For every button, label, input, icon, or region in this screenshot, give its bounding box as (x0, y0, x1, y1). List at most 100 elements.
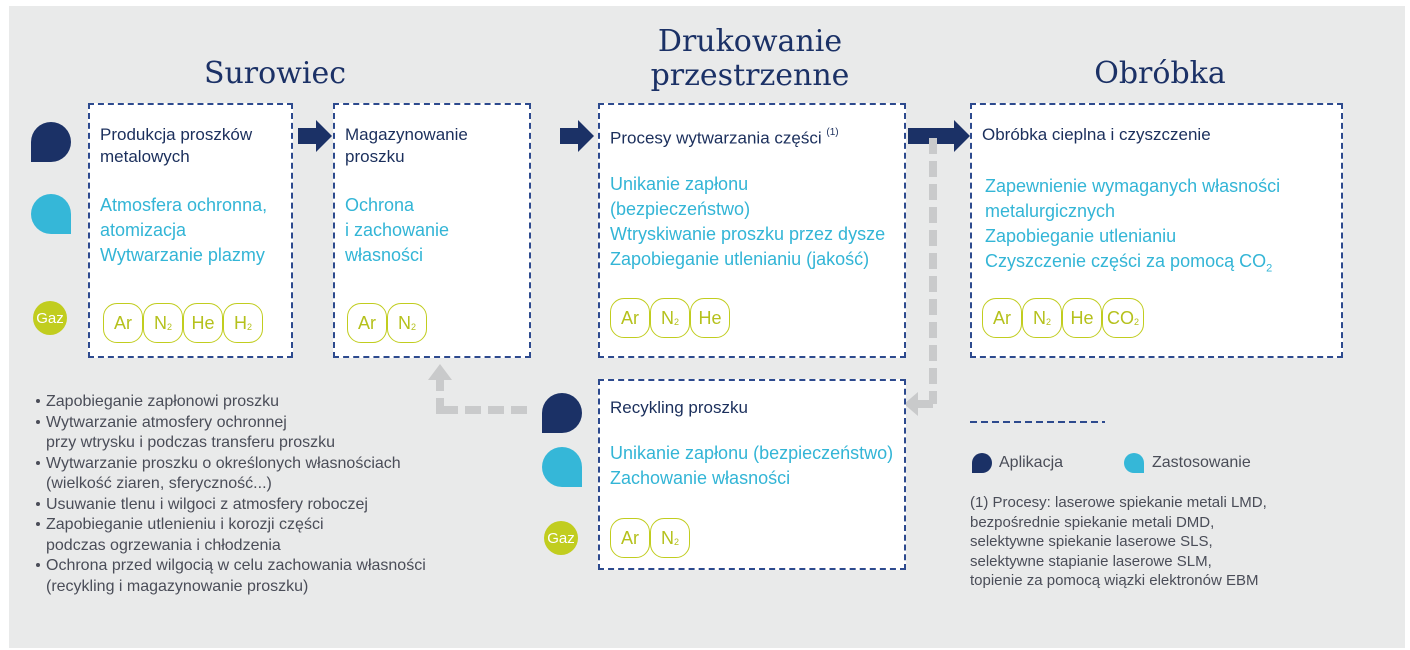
list-item: Wytwarzanie proszku o określonych własno… (36, 454, 506, 475)
list-item: Wytwarzanie atmosfery ochronnej (36, 413, 506, 434)
box-procesy-wytwarzania: Procesy wytwarzania części (1) Unikanie … (598, 103, 906, 358)
arrow-right-icon (560, 120, 594, 152)
benefits-list: Zapobieganie zapłonowi proszku Wytwarzan… (36, 392, 506, 597)
box-line: Atmosfera ochronna, (100, 195, 268, 215)
gas-symbol: Ar (621, 307, 639, 328)
box-recykling-proszku: Recykling proszku Unikanie zapłonu (bezp… (598, 379, 906, 570)
application-drop-icon (542, 393, 582, 433)
box-line: własności (345, 245, 424, 265)
dashed-arrow-icon (428, 138, 937, 416)
box-line: i zachowanie (345, 220, 450, 240)
arrow-right-icon (908, 120, 970, 152)
gas-symbol: Ar (114, 312, 132, 333)
box-line: (bezpieczeństwo) (610, 199, 751, 219)
legend-aplikacja: Aplikacja (999, 454, 1064, 471)
box-line: Zapobieganie utlenianiu (jakość) (610, 249, 870, 269)
gas-chip-he: He (1062, 298, 1102, 338)
footnote: (1) Procesy: laserowe spiekanie metali L… (970, 493, 1267, 591)
gas-chip-he: He (183, 303, 223, 343)
list-item: Usuwanie tlenu i wilgoci z atmosfery rob… (36, 495, 506, 516)
legend-divider (970, 421, 1105, 423)
gas-symbol: Ar (621, 527, 639, 548)
box-magazynowanie-proszku: Magazynowanie proszku Ochrona i zachowan… (333, 103, 531, 358)
co2-subscript: 2 (1266, 262, 1273, 275)
gas-chip-ar: Ar (347, 303, 387, 343)
gas-subscript: 2 (246, 322, 252, 332)
footnote-line: selektywne stapianie laserowe SLM, (970, 552, 1212, 570)
box-line: Wytwarzanie plazmy (100, 245, 265, 265)
box-obrobka-cieplna: Obróbka cieplna i czyszczenie Zapewnieni… (970, 103, 1343, 358)
usage-legend-icon (1124, 453, 1144, 473)
list-item-continued: przy wtrysku i podczas transferu proszku (46, 434, 335, 451)
gas-badge-icon: Gaz (544, 521, 578, 555)
box-line: Ochrona (345, 195, 415, 215)
gas-symbol: H (233, 312, 247, 333)
box-produkcja-proszkow: Produkcja proszków metalowych Atmosfera … (88, 103, 293, 358)
box-title-line2: proszku (345, 147, 405, 166)
gas-subscript: 2 (410, 322, 416, 332)
list-item: Ochrona przed wilgocią w celu zachowania… (36, 556, 506, 577)
box-title-text: Procesy wytwarzania części (610, 128, 822, 148)
gas-symbol: Ar (358, 312, 376, 333)
footnote-marker: (1) (826, 127, 839, 138)
gas-subscript: 2 (1045, 317, 1051, 327)
list-item-continued: (recykling i magazynowanie proszku) (46, 577, 309, 595)
box-title: Procesy wytwarzania części (1) (610, 124, 839, 150)
gas-symbol: N (660, 527, 674, 548)
gas-symbol: Ar (993, 307, 1011, 328)
co2-line-text: Czyszczenie części za pomocą CO (985, 251, 1267, 271)
footnote-line: topienie za pomocą wiązki elektronów EBM (970, 572, 1259, 589)
gas-symbol: CO (1106, 307, 1134, 328)
box-line: atomizacja (100, 220, 187, 240)
application-legend-icon (972, 453, 992, 473)
gas-symbol: N (397, 312, 411, 333)
gas-subscript: 2 (1133, 317, 1139, 327)
footnote-line: (1) Procesy: laserowe spiekanie metali L… (970, 494, 1267, 511)
box-line: Zachowanie własności (610, 468, 791, 488)
gas-subscript: 2 (673, 317, 679, 327)
gas-symbol: N (153, 312, 167, 333)
gas-symbol: N (1032, 307, 1046, 328)
gas-symbol: He (698, 307, 722, 328)
box-title: Recykling proszku (610, 398, 748, 417)
heading-drukowanie-line2: przestrzenne (650, 58, 850, 93)
arrow-right-icon (298, 120, 332, 152)
box-line: Unikanie zapłonu (610, 174, 749, 194)
box-line: Zapobieganie utlenianiu (985, 226, 1177, 246)
footnote-line: selektywne spiekanie laserowe SLS, (970, 533, 1213, 550)
usage-drop-icon (31, 194, 71, 234)
box-line: Czyszczenie części za pomocą CO2 (985, 249, 1272, 282)
list-item-continued: (wielkość ziaren, sferyczność...) (46, 475, 272, 492)
gas-subscript: 2 (673, 537, 679, 547)
gas-symbol: He (1070, 307, 1094, 328)
legend-zastosowanie: Zastosowanie (1152, 454, 1251, 471)
gas-badge-icon: Gaz (33, 301, 67, 335)
heading-obrobka: Obróbka (1094, 56, 1226, 91)
box-line: metalurgicznych (985, 201, 1116, 221)
gas-chip-ar: Ar (610, 298, 650, 338)
heading-surowiec: Surowiec (203, 56, 347, 91)
gas-subscript: 2 (166, 322, 172, 332)
box-line: Unikanie zapłonu (bezpieczeństwo) (610, 443, 894, 463)
box-line: Zapewnienie wymaganych własności (985, 176, 1281, 196)
box-title-line1: Magazynowanie (345, 125, 468, 144)
box-title-line1: Produkcja proszków (100, 125, 253, 144)
box-title-line2: metalowych (100, 147, 190, 166)
list-item: Zapobieganie utlenieniu i korozji części (36, 515, 506, 536)
gas-chip-ar: Ar (610, 518, 650, 558)
list-item-continued: podczas ogrzewania i chłodzenia (46, 536, 281, 554)
gaz-label: Gaz (547, 529, 575, 547)
gaz-label: Gaz (36, 309, 64, 327)
gas-symbol: He (191, 312, 215, 333)
box-line: Wtryskiwanie proszku przez dysze (610, 224, 886, 244)
heading-drukowanie-line1: Drukowanie (657, 24, 843, 59)
gas-symbol: N (660, 307, 674, 328)
gas-chip-he: He (690, 298, 730, 338)
gas-chip-ar: Ar (103, 303, 143, 343)
